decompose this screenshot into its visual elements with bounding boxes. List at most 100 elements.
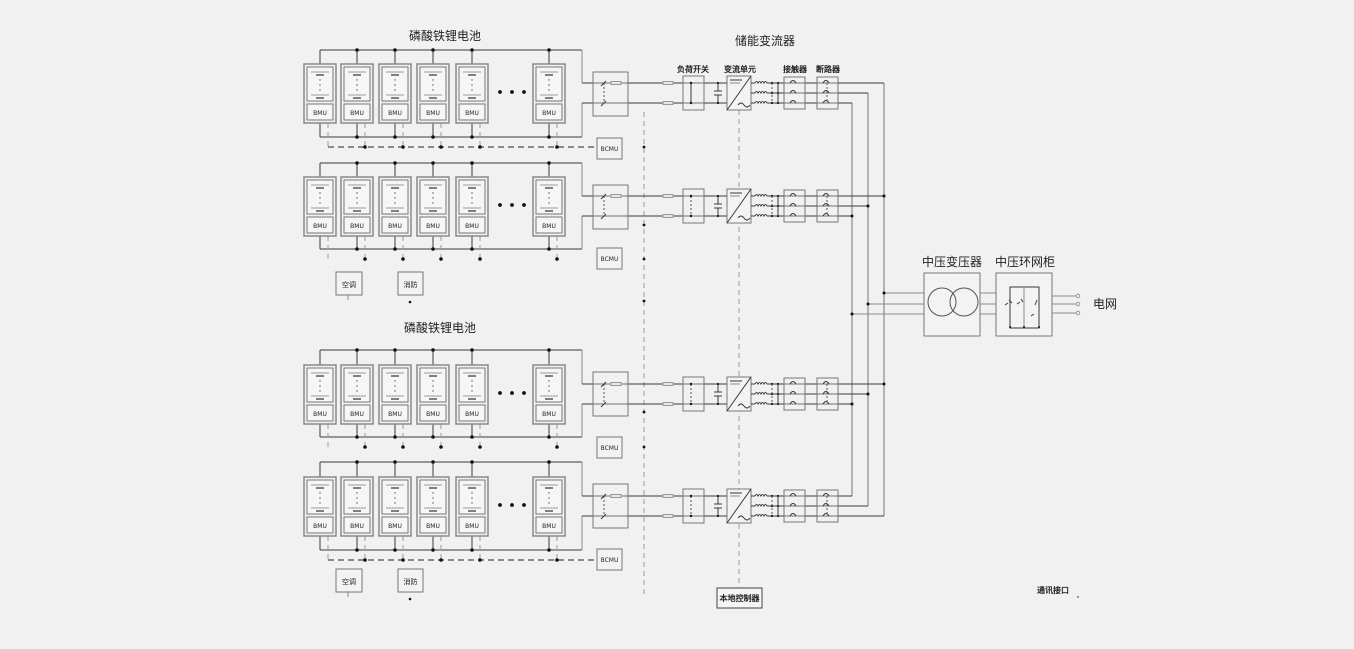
cell-ellipsis-dot <box>394 192 396 194</box>
cell-ellipsis-dot <box>471 390 473 392</box>
cell-ellipsis-dot <box>432 197 434 199</box>
load-switch-contact <box>689 382 693 386</box>
cell-ellipsis-dot <box>319 197 321 199</box>
cell-ellipsis-dot <box>432 502 434 504</box>
comm-interface-label: 通讯接口 <box>1037 585 1069 595</box>
contactor-contact <box>789 90 797 94</box>
rmu-switch <box>1016 298 1024 305</box>
bus-junction-dot <box>866 204 870 208</box>
more-modules-ellipsis-dot <box>522 90 526 94</box>
more-modules-ellipsis-dot <box>498 391 502 395</box>
breaker-label: 断路器 <box>816 64 841 74</box>
junction-dot <box>439 257 443 261</box>
cell-ellipsis-dot <box>548 79 550 81</box>
junction-dot <box>439 445 443 449</box>
cell-ellipsis-dot <box>471 84 473 86</box>
cell-ellipsis-dot <box>432 202 434 204</box>
bmu-label: BMU <box>426 411 440 418</box>
bmu-box <box>419 216 447 234</box>
cell-ellipsis-dot <box>319 192 321 194</box>
ac-symbol-tilde <box>737 215 751 221</box>
junction-dot <box>478 145 482 149</box>
medium-voltage-transformer <box>923 272 996 337</box>
junction-dot <box>555 445 559 449</box>
breaker-contact <box>822 213 830 217</box>
converter-diagonal <box>726 75 752 111</box>
ring-main-unit-label: 中压环网柜 <box>995 254 1055 269</box>
bmu-label: BMU <box>542 223 556 230</box>
cell-ellipsis-dot <box>432 492 434 494</box>
cell-ellipsis-dot <box>548 197 550 199</box>
bmu-box <box>381 216 409 234</box>
battery-module: BMU <box>416 348 450 449</box>
bmu-label: BMU <box>388 523 402 530</box>
cell-ellipsis-dot <box>471 79 473 81</box>
bcmu-label: BCMU <box>601 445 619 452</box>
load-switch-box <box>682 75 705 111</box>
junction-dot <box>393 161 397 165</box>
cell-ellipsis-dot <box>394 497 396 499</box>
dc-isolator-contact <box>600 193 607 200</box>
comm-interface-terminal <box>1077 596 1079 598</box>
rmu-terminal-dot <box>1009 326 1011 328</box>
cell-ellipsis-dot <box>319 380 321 382</box>
battery-module: BMU <box>532 348 566 449</box>
bmu-label: BMU <box>388 411 402 418</box>
cell-ellipsis-dot <box>471 89 473 91</box>
cell-ellipsis-dot <box>548 390 550 392</box>
battery-module: BMU <box>532 48 566 149</box>
transformer-primary-winding <box>927 287 957 317</box>
comm-junction-dot <box>642 257 646 261</box>
more-modules-ellipsis-dot <box>510 503 514 507</box>
bmu-label: BMU <box>350 411 364 418</box>
grid-label: 电网 <box>1093 297 1117 311</box>
contactor-box <box>783 76 806 110</box>
junction-dot <box>401 445 405 449</box>
cell-ellipsis-dot <box>432 192 434 194</box>
cell-ellipsis-dot <box>356 89 358 91</box>
junction-dot <box>716 214 720 218</box>
cell-ellipsis-dot <box>319 502 321 504</box>
fire-protection-label: 消防 <box>404 577 418 586</box>
cell-ellipsis-dot <box>471 192 473 194</box>
fire-protection-box <box>397 271 424 296</box>
contactor-contact <box>789 203 797 207</box>
ac-filter-inductor <box>754 504 768 508</box>
bmu-box <box>343 103 371 121</box>
cell-ellipsis-dot <box>356 197 358 199</box>
load-switch-box <box>682 376 705 412</box>
comm-junction-dot <box>642 410 646 414</box>
bcmu-box <box>596 137 623 160</box>
rmu-terminal-dot <box>1023 326 1025 328</box>
ac-symbol-tilde <box>737 515 751 521</box>
cell-ellipsis-dot <box>356 502 358 504</box>
load-switch-label: 负荷开关 <box>677 64 709 74</box>
cell-ellipsis-dot <box>356 385 358 387</box>
junction-dot <box>431 48 435 52</box>
more-modules-ellipsis-dot <box>510 391 514 395</box>
dc-isolator-contact <box>600 513 607 520</box>
bmu-label: BMU <box>350 523 364 530</box>
more-modules-ellipsis-dot <box>522 503 526 507</box>
bus-junction-dot <box>882 382 886 386</box>
junction-dot <box>555 257 559 261</box>
cell-ellipsis-dot <box>548 84 550 86</box>
breaker-contact <box>822 381 830 385</box>
cell-ellipsis-dot <box>356 390 358 392</box>
junction-dot <box>401 145 405 149</box>
junction-dot <box>393 460 397 464</box>
ac-symbol-tilde <box>737 403 751 409</box>
junction-dot <box>770 514 774 518</box>
cell-ellipsis-dot <box>394 197 396 199</box>
junction-dot <box>716 382 720 386</box>
fire-protection-box <box>397 568 424 593</box>
battery-module: BMU <box>455 348 489 449</box>
ac-filter-inductor <box>754 214 768 218</box>
junction-dot <box>393 48 397 52</box>
bus-junction-dot <box>850 214 854 218</box>
bmu-box <box>535 216 563 234</box>
breaker-contact <box>822 100 830 104</box>
battery-module: BMU <box>303 350 337 447</box>
rmu-terminal-dot <box>1038 326 1040 328</box>
cell-ellipsis-dot <box>394 84 396 86</box>
